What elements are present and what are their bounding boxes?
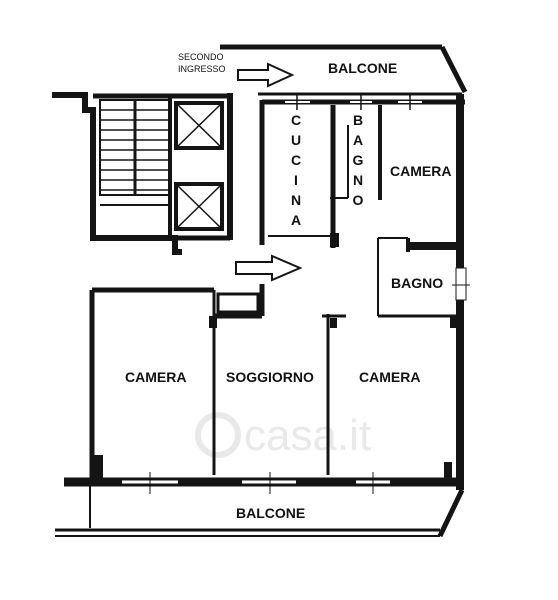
elevator-lower (174, 182, 224, 231)
staircase (52, 92, 233, 255)
window-marks (149, 472, 374, 494)
soggiorno-label: SOGGIORNO (226, 369, 314, 385)
secondo-label: SECONDO (178, 52, 224, 62)
balcony-bottom (55, 486, 465, 538)
bagno-right-label: BAGNO (391, 275, 443, 291)
balcony-top (220, 44, 468, 96)
wall-pillars (209, 233, 462, 328)
balcone-top-label: BALCONE (328, 60, 397, 76)
camera-left-label: CAMERA (125, 369, 186, 385)
ingresso-label: INGRESSO (178, 64, 226, 74)
window-right (452, 267, 470, 301)
window-top-marks (296, 94, 411, 110)
camera-right-label: CAMERA (359, 369, 420, 385)
entrance-arrow-main (235, 254, 303, 282)
elevator-upper (174, 101, 224, 150)
casa-watermark: casa.it (195, 411, 371, 460)
balcone-bottom-label: BALCONE (236, 505, 305, 521)
camera-top-right-label: CAMERA (390, 163, 451, 179)
watermark-text: casa.it (244, 411, 371, 460)
entrance-arrow-top (237, 62, 295, 88)
